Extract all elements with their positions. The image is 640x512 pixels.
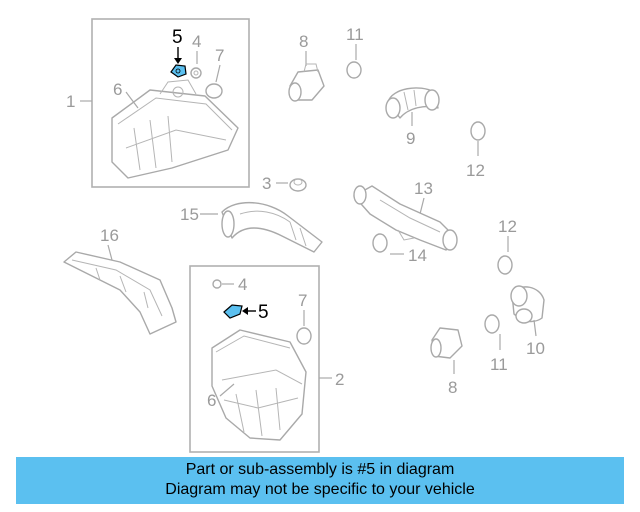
part-10-elbow-hose <box>510 285 545 324</box>
part-8-maf-sensor-lower <box>430 327 463 359</box>
arrow-5a <box>174 58 182 64</box>
callout-10: 10 <box>526 339 545 358</box>
part-3-grommet <box>289 178 307 192</box>
callout-11a: 11 <box>346 25 364 44</box>
part-5-upper-highlighted <box>170 64 187 78</box>
callout-12b: 12 <box>498 217 517 236</box>
part-5-lower-highlighted <box>223 304 243 319</box>
leader-13 <box>419 197 425 215</box>
callout-8a: 8 <box>299 32 308 51</box>
callout-8b: 8 <box>448 378 457 397</box>
callout-6b: 6 <box>207 391 216 410</box>
callout-5b: 5 <box>258 302 269 323</box>
leader-16 <box>107 244 113 261</box>
upper-assembly-box <box>91 18 250 188</box>
leader-6b <box>219 383 235 397</box>
banner-line-2: Diagram may not be specific to your vehi… <box>165 481 475 498</box>
info-banner: Part or sub-assembly is #5 in diagram Di… <box>16 457 624 504</box>
part-11-clamp-lower <box>484 314 500 334</box>
callout-13: 13 <box>414 179 433 198</box>
part-8-maf-sensor-upper <box>288 63 325 102</box>
callout-3: 3 <box>262 174 271 193</box>
part-15-air-duct <box>221 201 323 253</box>
callout-16: 16 <box>100 226 119 245</box>
callout-14: 14 <box>408 246 427 265</box>
callout-9: 9 <box>406 129 415 148</box>
part-11-clamp-upper <box>346 61 362 79</box>
part-4-lower <box>212 279 222 289</box>
part-13-resonator-duct <box>353 185 458 251</box>
leader-6a <box>125 91 139 109</box>
part-7-oring-upper <box>205 83 223 99</box>
part-16-air-intake <box>63 251 177 335</box>
leader-10 <box>533 319 537 337</box>
callout-11b: 11 <box>490 355 508 374</box>
callout-4a: 4 <box>192 32 201 51</box>
part-12-clamp-lower <box>497 255 513 275</box>
callout-1: 1 <box>66 92 75 111</box>
callout-12a: 12 <box>466 161 485 180</box>
air-cleaner-housing-upper <box>111 79 239 179</box>
callout-7a: 7 <box>215 46 224 65</box>
leader-7a <box>215 64 221 83</box>
part-4-upper <box>190 67 202 79</box>
lower-assembly-box <box>189 265 320 453</box>
air-cleaner-housing-lower <box>211 329 307 441</box>
callout-5a: 5 <box>172 27 183 48</box>
arrow-5b <box>242 307 248 315</box>
banner-line-1: Part or sub-assembly is #5 in diagram <box>185 461 455 478</box>
callout-2: 2 <box>335 370 344 389</box>
callout-4b: 4 <box>238 275 247 294</box>
callout-7b: 7 <box>298 291 307 310</box>
part-14-clamp <box>372 233 388 253</box>
callout-15: 15 <box>180 205 199 224</box>
part-7-oring-lower <box>296 327 312 345</box>
part-12-clamp-upper <box>470 121 486 141</box>
callout-6a: 6 <box>113 80 122 99</box>
part-9-intake-hose <box>385 87 440 119</box>
